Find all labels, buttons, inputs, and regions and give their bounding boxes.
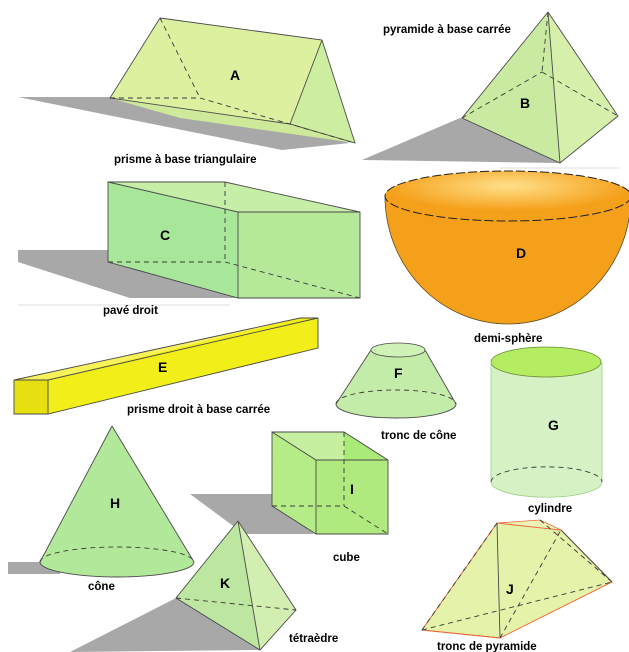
caption-pyramide-carree: pyramide à base carrée [383,24,511,36]
solid-letter-e: E [158,359,167,375]
caption-cone: cône [88,581,115,593]
caption-demi-sphere: demi-sphère [474,333,542,345]
caption-tetraedre: tétraèdre [289,633,338,645]
solid-letter-b: B [520,95,530,111]
solid-letter-h: H [110,495,120,511]
solid-letter-i: I [350,481,354,497]
frustum-pyramid-shape [421,519,613,639]
triangular-prism-shape [18,17,356,150]
tetrahedron-shape [70,520,297,652]
solid-letter-j: J [506,581,514,597]
caption-cube: cube [333,552,360,564]
caption-prisme-carre: prisme droit à base carrée [127,404,270,416]
cube-shape [190,431,389,535]
caption-pave-droit: pavé droit [103,305,158,317]
hemisphere-shape [384,170,629,325]
frustum-cone-shape [335,342,457,419]
cylinder-shape [490,346,603,498]
solid-letter-a: A [230,67,240,83]
square-pyramid-shape [362,11,620,169]
square-prism-shape [13,317,319,415]
caption-cylindre: cylindre [528,503,572,515]
caption-tronc-cone: tronc de cône [381,430,456,442]
solid-letter-g: G [548,417,559,433]
solid-letter-d: D [516,245,526,261]
caption-tronc-pyramide: tronc de pyramide [437,641,537,652]
cone-shape [8,425,195,578]
solid-letter-k: K [220,575,230,591]
solid-letter-c: C [160,227,170,243]
caption-prisme-triangulaire: prisme à base triangulaire [114,154,257,166]
solid-letter-f: F [394,365,403,381]
cuboid-shape [18,181,361,306]
